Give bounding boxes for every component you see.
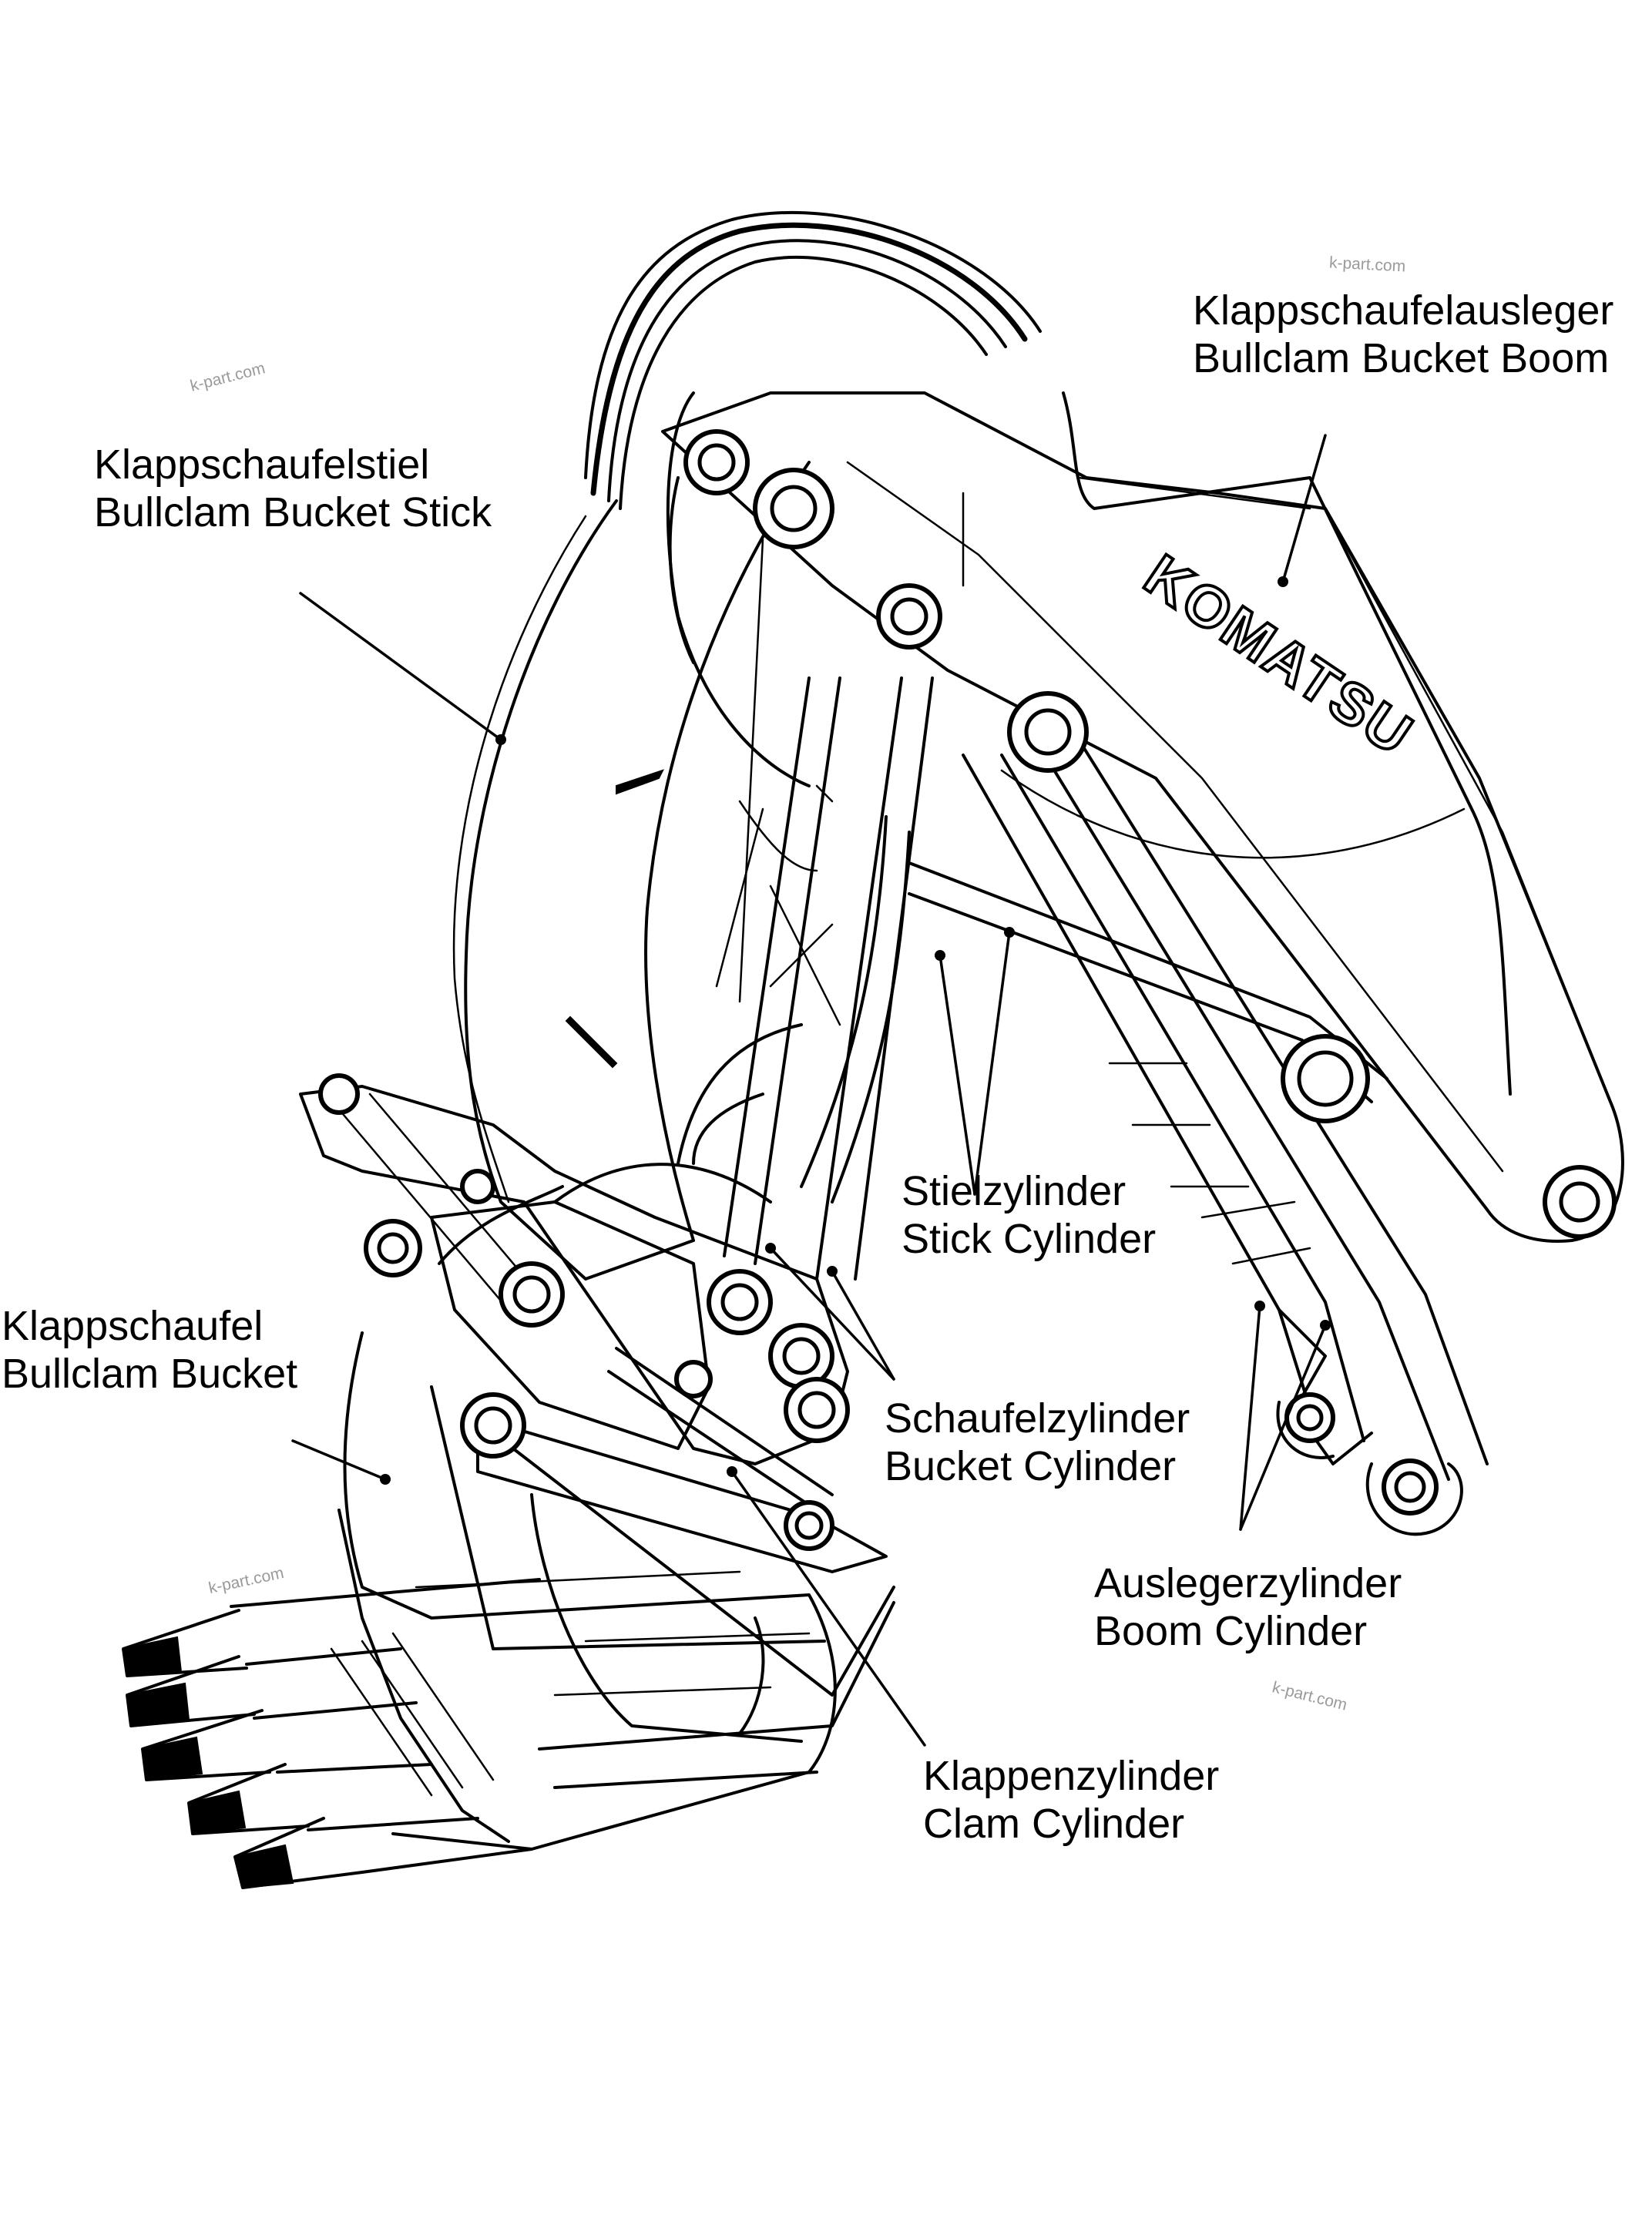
label-bucket-cylinder: Schaufelzylinder Bucket Cylinder bbox=[885, 1395, 1190, 1490]
label-bucket-stick-de: Klappschaufelstiel bbox=[94, 441, 430, 488]
bucket-shell bbox=[343, 1331, 895, 1851]
label-bucket-boom-en: Bullclam Bucket Boom bbox=[1193, 335, 1610, 381]
label-clam-cylinder-de: Klappenzylinder bbox=[923, 1753, 1220, 1799]
label-stick-cylinder: Stielzylinder Stick Cylinder bbox=[902, 1167, 1156, 1263]
clam-arm bbox=[476, 1347, 895, 1697]
boom-cylinders bbox=[962, 738, 1489, 1536]
label-bucket-de: Klappschaufel bbox=[2, 1303, 264, 1349]
label-clam-cylinder-en: Clam Cylinder bbox=[923, 1801, 1185, 1847]
hose-loop bbox=[584, 210, 1042, 510]
label-boom-cylinder: Auslegerzylinder Boom Cylinder bbox=[1094, 1559, 1402, 1655]
label-bucket-stick: Klappschaufelstiel Bullclam Bucket Stick bbox=[94, 441, 492, 536]
stick bbox=[452, 461, 818, 1281]
bucket-teeth bbox=[122, 1578, 541, 1889]
komatsu-logo: KOMATSU bbox=[1133, 542, 1425, 769]
leader-lines bbox=[291, 434, 1331, 1747]
label-bucket-cylinder-en: Bucket Cylinder bbox=[885, 1443, 1177, 1489]
label-bucket: Klappschaufel Bullclam Bucket bbox=[2, 1302, 297, 1398]
label-boom-cylinder-en: Boom Cylinder bbox=[1094, 1608, 1368, 1654]
bucket-hose bbox=[337, 391, 811, 1843]
label-clam-cylinder: Klappenzylinder Clam Cylinder bbox=[923, 1752, 1219, 1848]
label-bucket-cylinder-de: Schaufelzylinder bbox=[885, 1395, 1190, 1442]
label-bucket-boom: Klappschaufelausleger Bullclam Bucket Bo… bbox=[1193, 287, 1613, 382]
label-bucket-boom-de: Klappschaufelausleger bbox=[1193, 287, 1614, 334]
stick-cylinders bbox=[715, 676, 934, 1281]
label-stick-cylinder-de: Stielzylinder bbox=[902, 1168, 1127, 1214]
label-bucket-stick-en: Bullclam Bucket Stick bbox=[94, 489, 492, 535]
pivot-pins bbox=[318, 429, 1617, 1551]
label-stick-cylinder-en: Stick Cylinder bbox=[902, 1216, 1157, 1262]
label-boom-cylinder-de: Auslegerzylinder bbox=[1094, 1560, 1402, 1606]
watermark-1: k-part.com bbox=[1328, 253, 1406, 276]
label-bucket-en: Bullclam Bucket bbox=[2, 1351, 298, 1397]
